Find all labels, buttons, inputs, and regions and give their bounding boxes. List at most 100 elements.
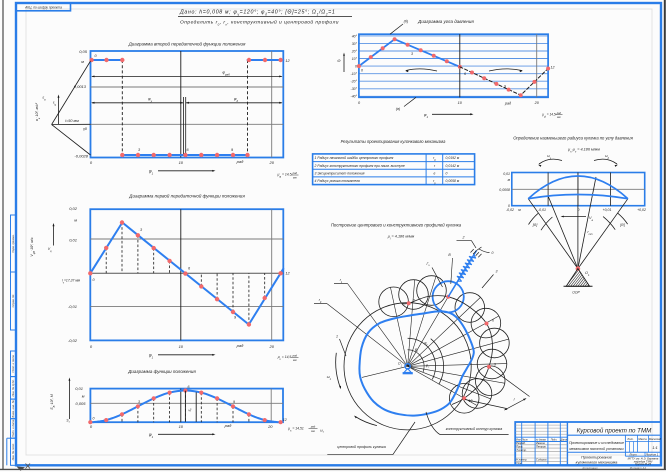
svg-text:0,01: 0,01 bbox=[503, 172, 510, 176]
svg-text:АКЦ. по шифру проекта: АКЦ. по шифру проекта bbox=[24, 6, 62, 10]
svg-text:10°: 10° bbox=[352, 57, 358, 61]
svg-text:10: 10 bbox=[179, 424, 184, 429]
svg-text:Диаграмма угла давления: Диаграмма угла давления bbox=[417, 19, 474, 24]
svg-text:Диаграмма функции положения: Диаграмма функции положения bbox=[127, 369, 196, 374]
svg-text:φу: φу bbox=[424, 341, 428, 346]
svg-text:Проектирование и исследование: Проектирование и исследование bbox=[569, 441, 624, 445]
svg-text:Построение центрового и констр: Построение центрового и конструктивного … bbox=[331, 222, 462, 227]
svg-text:[Θ]: [Θ] bbox=[532, 223, 538, 227]
svg-text:Взам. инв. №: Взам. инв. № bbox=[11, 400, 15, 417]
svg-text:6: 6 bbox=[186, 148, 189, 152]
svg-text:рад: рад bbox=[556, 112, 562, 115]
svg-text:20: 20 bbox=[268, 160, 274, 165]
svg-text:12: 12 bbox=[285, 59, 290, 63]
svg-text:3: 3 bbox=[140, 228, 143, 232]
svg-text:rр: rр bbox=[433, 179, 436, 185]
svg-text:φд: φд bbox=[234, 96, 239, 103]
svg-text:12: 12 bbox=[285, 272, 290, 276]
svg-text:3: 3 bbox=[138, 400, 140, 404]
svg-text:r0: r0 bbox=[319, 298, 322, 304]
svg-text:6: 6 bbox=[492, 319, 494, 323]
svg-text:φраб: φраб bbox=[222, 70, 230, 77]
svg-text:Лист: Лист bbox=[628, 453, 637, 457]
svg-text:Пров.: Пров. bbox=[516, 445, 523, 449]
svg-text:Копировал: Копировал bbox=[583, 466, 598, 470]
svg-text:0: 0 bbox=[355, 65, 357, 69]
svg-text:-30°: -30° bbox=[351, 87, 358, 91]
svg-text:0,0192 м: 0,0192 м bbox=[446, 156, 460, 160]
svg-text:ООР: ООР bbox=[572, 291, 580, 295]
svg-text:кафедра ТММ: кафедра ТММ bbox=[634, 459, 653, 463]
svg-text:φд: φд bbox=[426, 364, 430, 369]
svg-text:10: 10 bbox=[458, 101, 463, 105]
svg-text:lv=17,37 мм: lv=17,37 мм bbox=[62, 279, 81, 285]
svg-text:r0: r0 bbox=[433, 156, 436, 162]
svg-text:-0,0028: -0,0028 bbox=[74, 154, 88, 159]
svg-text:Справ. №: Справ. № bbox=[11, 295, 15, 308]
svg-text:мм: мм bbox=[293, 359, 297, 362]
svg-text:40°: 40° bbox=[352, 34, 358, 38]
svg-text:φ1: φ1 bbox=[424, 112, 429, 119]
svg-text:-0,01: -0,01 bbox=[538, 208, 546, 212]
svg-text:μφ = 14,5: μφ = 14,5 bbox=[276, 173, 291, 179]
svg-text:1:1: 1:1 bbox=[652, 445, 658, 450]
svg-text:(б): (б) bbox=[404, 20, 409, 24]
svg-text:конструктивный контур кулачка: конструктивный контур кулачка bbox=[446, 427, 503, 431]
svg-text:Формат А1: Формат А1 bbox=[630, 466, 647, 470]
svg-text:εв: εв bbox=[42, 95, 46, 102]
svg-text:0,01: 0,01 bbox=[75, 386, 83, 391]
svg-text:Листов 1: Листов 1 bbox=[645, 453, 659, 457]
svg-text:φс: φс bbox=[415, 348, 419, 353]
svg-text:Петров: Петров bbox=[536, 445, 546, 449]
svg-text:Диаграмма первой передаточной: Диаграмма первой передаточной функции по… bbox=[128, 193, 245, 199]
svg-text:мм: мм bbox=[311, 430, 315, 433]
svg-text:м: м bbox=[82, 394, 85, 399]
svg-text:2: 2 bbox=[462, 236, 465, 240]
svg-text:-0,01: -0,01 bbox=[68, 304, 77, 309]
svg-text:0,0058 м: 0,0058 м bbox=[446, 179, 460, 183]
svg-text:l: l bbox=[514, 398, 515, 402]
svg-text:20: 20 bbox=[267, 424, 273, 429]
svg-text:Vв: Vв bbox=[589, 216, 594, 222]
svg-text:0: 0 bbox=[413, 299, 415, 303]
svg-text:Н.контр.: Н.контр. bbox=[516, 458, 527, 462]
svg-text:S₁: S₁ bbox=[188, 408, 192, 411]
svg-text:рад: рад bbox=[504, 102, 511, 106]
svg-text:0: 0 bbox=[492, 251, 494, 255]
svg-text:0,0013: 0,0013 bbox=[74, 84, 87, 89]
svg-text:9: 9 bbox=[234, 316, 237, 320]
svg-text:φу: φу bbox=[148, 96, 153, 103]
svg-text:Изм: Изм bbox=[516, 439, 521, 442]
svg-text:μψ = 14,5: μψ = 14,5 bbox=[541, 112, 556, 118]
svg-text:Сидоров: Сидоров bbox=[536, 458, 547, 462]
svg-text:20°: 20° bbox=[351, 49, 358, 53]
svg-text:е: е bbox=[433, 172, 435, 176]
svg-text:0: 0 bbox=[358, 101, 361, 105]
svg-text:м: м bbox=[508, 178, 511, 182]
svg-text:рад: рад bbox=[224, 423, 232, 428]
svg-text:рад: рад bbox=[236, 159, 244, 164]
svg-text:μv = 14,5: μv = 14,5 bbox=[277, 355, 292, 361]
svg-text:+0,01: +0,01 bbox=[603, 208, 612, 212]
svg-text:0: 0 bbox=[508, 204, 510, 208]
svg-text:кулачкового механизма: кулачкового механизма bbox=[576, 460, 618, 464]
svg-text:0: 0 bbox=[90, 160, 93, 165]
svg-text:Перв. примен.: Перв. примен. bbox=[11, 234, 15, 253]
svg-text:ωд: ωд bbox=[605, 154, 610, 160]
svg-text:рад: рад bbox=[292, 354, 298, 358]
svg-text:О1: О1 bbox=[585, 271, 590, 277]
svg-text:1: 1 bbox=[336, 335, 338, 339]
svg-text:6: 6 bbox=[464, 72, 466, 76]
svg-text:Лист: Лист bbox=[521, 439, 528, 442]
svg-text:9: 9 bbox=[231, 148, 234, 152]
svg-text:МГТУ им. Н.Э. Баумана: МГТУ им. Н.Э. Баумана bbox=[628, 456, 659, 460]
svg-text:S1: S1 bbox=[66, 418, 70, 423]
svg-text:30°: 30° bbox=[352, 42, 358, 46]
svg-text:l=50 мм: l=50 мм bbox=[65, 119, 79, 123]
svg-text:μs·μv = 4,186 м/мм: μs·μv = 4,186 м/мм bbox=[567, 147, 600, 153]
svg-text:ω1: ω1 bbox=[327, 375, 332, 381]
svg-text:εq: εq bbox=[53, 101, 57, 107]
svg-text:μs = 14,51: μs = 14,51 bbox=[287, 427, 304, 433]
svg-text:+0,02: +0,02 bbox=[637, 208, 646, 212]
svg-text:Определить r0, rк, конструктив: Определить r0, rк, конструктивный и цент… bbox=[180, 19, 339, 27]
